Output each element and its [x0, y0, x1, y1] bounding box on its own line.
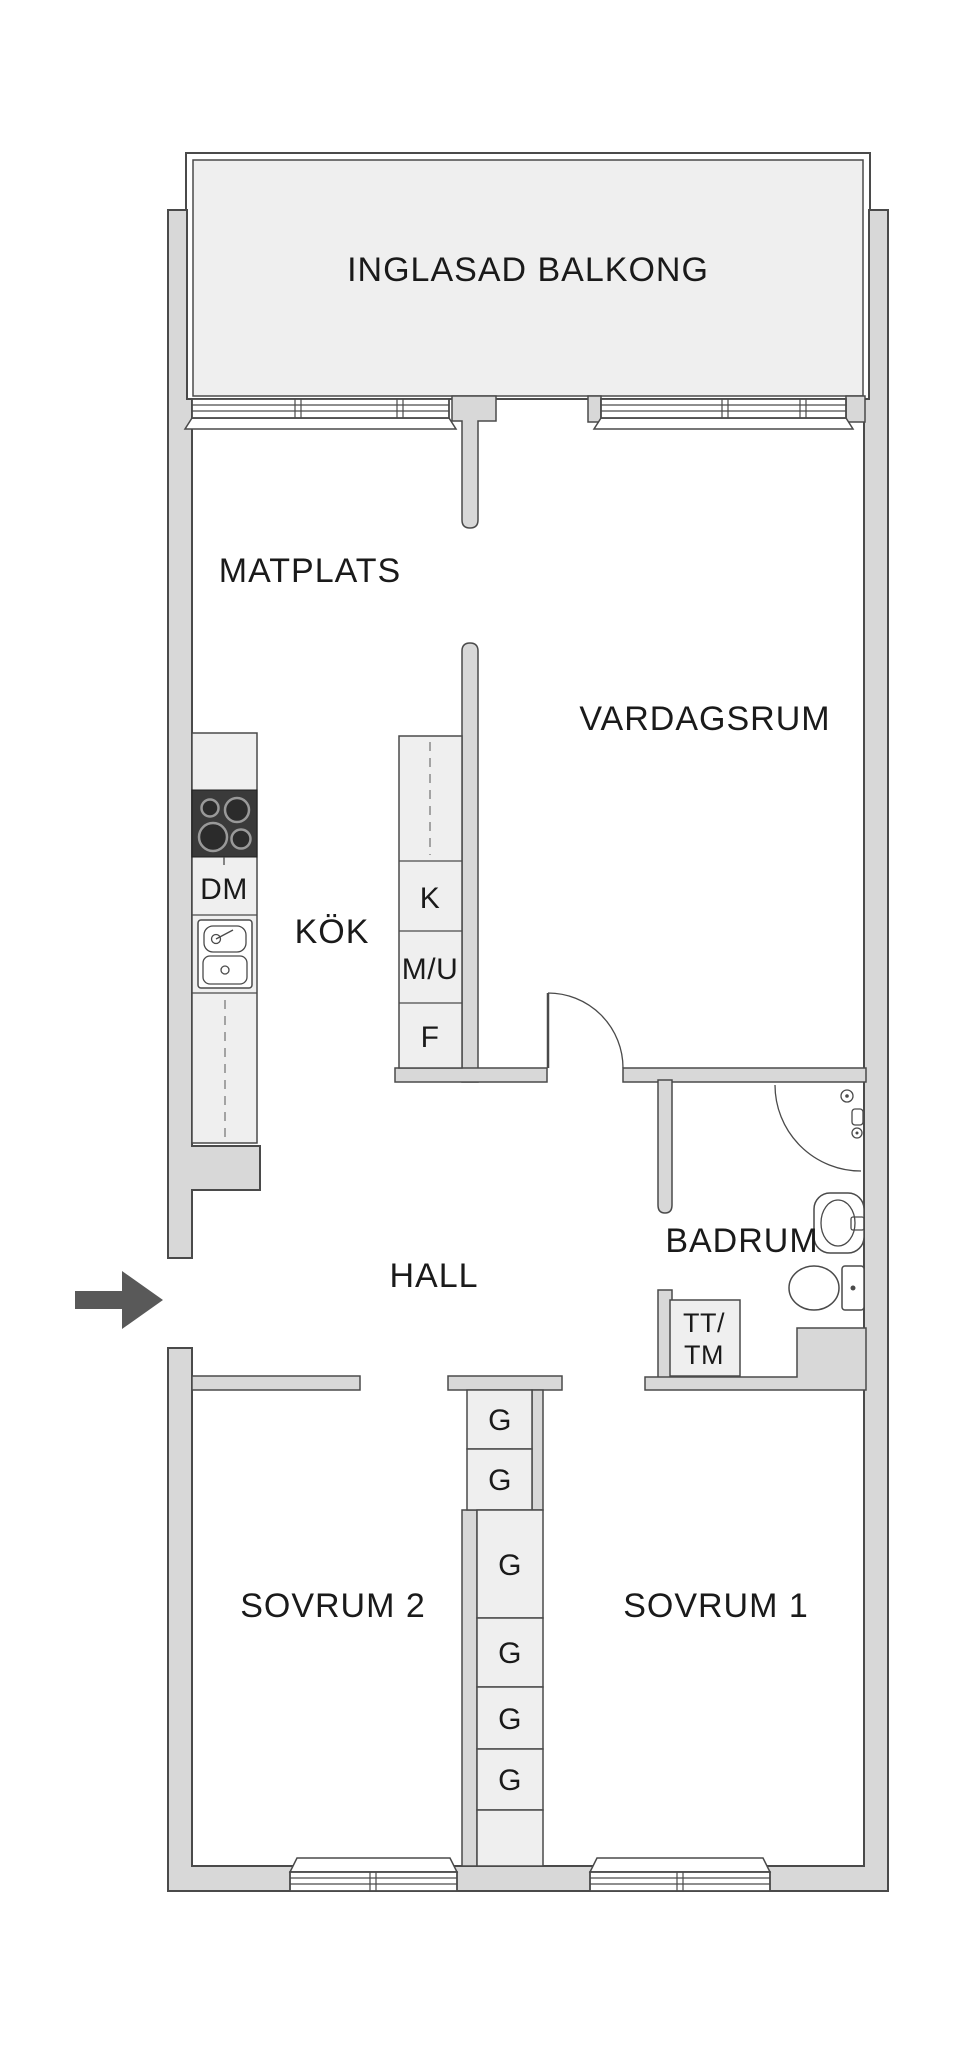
window-sill [588, 1857, 772, 1873]
window-jamb [587, 395, 602, 423]
label-bedroom2: SOVRUM 2 [240, 1587, 426, 1625]
balcony [185, 152, 871, 400]
wall-bedroom2-north [191, 1375, 361, 1391]
window-sill [183, 417, 458, 430]
window-bedroom2 [288, 1857, 459, 1892]
label-hall: HALL [389, 1257, 478, 1295]
wardrobe-cell [466, 1448, 533, 1511]
toilet-icon [788, 1265, 865, 1311]
label-wardrobe: G [488, 1464, 512, 1497]
wardrobe-cell [476, 1617, 544, 1688]
wardrobe-cell [476, 1748, 544, 1811]
label-wardrobe: G [488, 1404, 512, 1437]
label-unit-k: K [420, 882, 441, 915]
label-dishwasher: DM [200, 873, 248, 906]
wall-divider-cap [451, 395, 497, 529]
entrance-arrow-icon [75, 1271, 163, 1329]
wall-dining-living [461, 642, 479, 1083]
label-living: VARDAGSRUM [579, 700, 830, 738]
labels: INGLASAD BALKONG MATPLATS VARDAGSRUM KÖK… [200, 251, 830, 1797]
label-unit-mu: M/U [402, 953, 459, 986]
wardrobe-cell-empty [476, 1809, 544, 1867]
label-wardrobe: G [498, 1637, 522, 1670]
shower-icon [774, 1084, 864, 1172]
kitchen-counter [191, 732, 258, 1144]
label-laundry-line2: TM [684, 1340, 724, 1370]
window-glass [589, 1871, 771, 1892]
balcony-floor [192, 159, 864, 397]
label-balcony: INGLASAD BALKONG [347, 251, 709, 289]
window-bedroom1 [588, 1857, 772, 1892]
wall-bathroom-west-upper [657, 1079, 673, 1214]
kitchen-tall-units [398, 735, 463, 1069]
window-jamb [845, 395, 866, 423]
wall-wardrobe-strip-east [531, 1389, 544, 1511]
laundry-unit [669, 1299, 741, 1377]
bathroom-fixtures [669, 1084, 865, 1377]
wall-living-south [622, 1067, 867, 1083]
label-wardrobe: G [498, 1703, 522, 1736]
window-glass [289, 1871, 458, 1892]
wall-wardrobe-cap [447, 1375, 563, 1391]
wall-bathroom-south [644, 1327, 867, 1391]
kitchen-sink-icon [197, 919, 253, 989]
window-sill [592, 417, 855, 430]
label-unit-f: F [421, 1021, 440, 1054]
wardrobe-column [466, 1389, 544, 1867]
label-bathroom: BADRUM [665, 1222, 818, 1260]
wall-kitchen-south [394, 1067, 548, 1083]
window-living [592, 398, 855, 430]
washbasin-icon [813, 1192, 865, 1254]
window-sill [288, 1857, 459, 1873]
label-dining: MATPLATS [219, 552, 401, 590]
window-glass [600, 398, 847, 419]
window-dining [183, 398, 458, 430]
door-living-room [546, 992, 624, 1069]
label-laundry-line1: TT/ [683, 1308, 725, 1338]
wall-left-upper [167, 209, 261, 1259]
wardrobe-cell [476, 1509, 544, 1619]
label-wardrobe: G [498, 1549, 522, 1582]
label-wardrobe: G [498, 1764, 522, 1797]
label-bedroom1: SOVRUM 1 [623, 1587, 809, 1625]
balcony-wall-band [451, 395, 866, 529]
wall-wardrobe-strip-west [461, 1509, 478, 1867]
window-glass [191, 398, 450, 419]
label-kitchen: KÖK [295, 913, 370, 951]
door-swing-arc [547, 992, 624, 1069]
